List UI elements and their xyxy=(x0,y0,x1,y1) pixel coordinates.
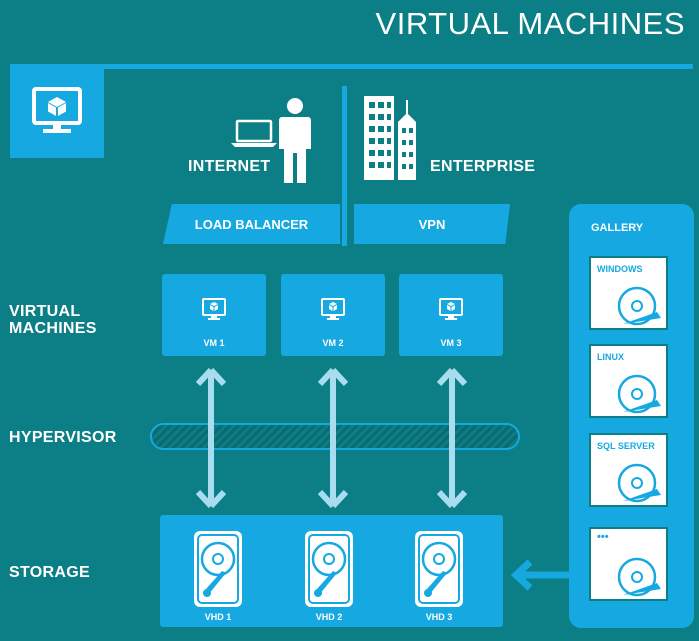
laptop-icon xyxy=(231,119,277,147)
gallery-item-label: ••• xyxy=(597,531,609,543)
vm-box-1: VM 1 xyxy=(162,274,266,356)
virtual-machines-label-line1: VIRTUAL xyxy=(9,303,81,320)
gallery-panel: GALLERY WINDOWS LINUX SQL SERVER xyxy=(569,204,694,628)
page-title: VIRTUAL MACHINES xyxy=(375,6,685,41)
hard-drive-icon xyxy=(305,531,353,607)
virtual-machines-label-line2: MACHINES xyxy=(9,320,97,337)
vm-box-3: VM 3 xyxy=(399,274,503,356)
hard-drive-icon xyxy=(194,531,242,607)
header-bar xyxy=(10,64,693,69)
hypervisor-label: HYPERVISOR xyxy=(9,429,117,446)
storage-box: VHD 1 VHD 2 VHD 3 xyxy=(160,515,503,627)
disc-icon xyxy=(617,286,661,326)
double-arrow-icon xyxy=(196,368,226,508)
vpn-box: VPN xyxy=(354,204,510,244)
load-balancer-box: LOAD BALANCER xyxy=(163,204,340,244)
hard-drive-icon xyxy=(415,531,463,607)
gallery-title: GALLERY xyxy=(591,222,644,234)
logo-box xyxy=(10,69,104,158)
gallery-item-label: LINUX xyxy=(597,352,624,362)
monitor-cube-icon xyxy=(321,298,345,320)
disc-icon xyxy=(617,463,661,503)
vpn-label: VPN xyxy=(418,216,446,232)
vhd-label: VHD 1 xyxy=(204,612,232,622)
disc-icon xyxy=(617,557,661,597)
gallery-item-windows: WINDOWS xyxy=(589,256,668,330)
gallery-item-sql-server: SQL SERVER xyxy=(589,433,668,507)
vm-label: VM 2 xyxy=(322,338,344,348)
monitor-cube-icon xyxy=(202,298,226,320)
gallery-item-label: SQL SERVER xyxy=(597,441,655,451)
person-icon xyxy=(279,98,311,183)
office-buildings-icon xyxy=(364,96,416,180)
vm-box-2: VM 2 xyxy=(281,274,385,356)
monitor-cube-icon xyxy=(32,87,82,133)
double-arrow-icon xyxy=(318,368,348,508)
vm-label: VM 1 xyxy=(203,338,225,348)
gallery-item-more: ••• xyxy=(589,527,668,601)
load-balancer-label: LOAD BALANCER xyxy=(194,216,309,232)
vm-label: VM 3 xyxy=(440,338,462,348)
monitor-cube-icon xyxy=(439,298,463,320)
vhd-label: VHD 3 xyxy=(425,612,453,622)
storage-label: STORAGE xyxy=(9,564,90,581)
vhd-label: VHD 2 xyxy=(315,612,343,622)
virtual-machines-label: VIRTUAL MACHINES xyxy=(9,303,97,337)
disc-icon xyxy=(617,374,661,414)
enterprise-label: ENTERPRISE xyxy=(430,158,536,175)
internet-label: INTERNET xyxy=(188,158,271,175)
internet-enterprise-divider xyxy=(342,86,347,246)
arrow-left-icon xyxy=(510,559,570,591)
double-arrow-icon xyxy=(437,368,467,508)
gallery-item-label: WINDOWS xyxy=(597,264,643,274)
gallery-item-linux: LINUX xyxy=(589,344,668,418)
